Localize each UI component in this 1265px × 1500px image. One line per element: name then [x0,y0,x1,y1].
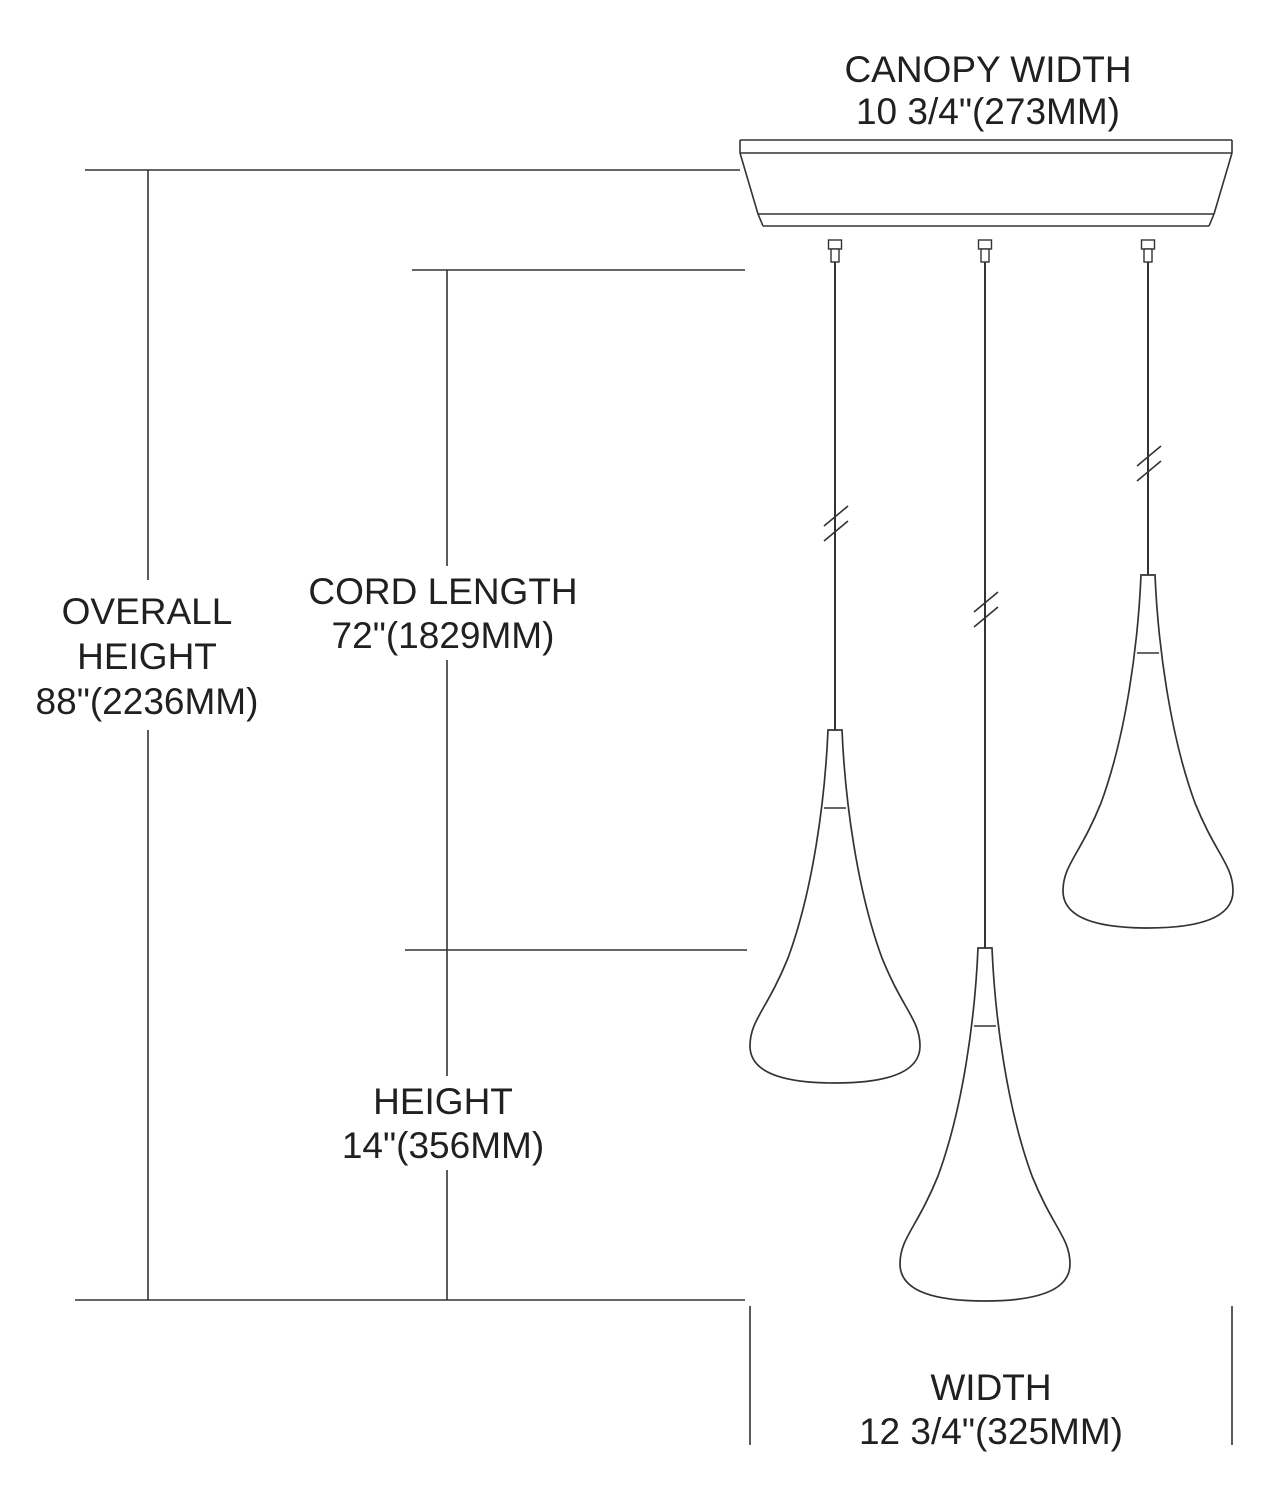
cord-length-label-background [295,566,591,660]
pendant-shade-center [899,947,1071,1302]
height-value: 14"(356MM) [342,1125,544,1166]
pendant-shade-right [1062,574,1234,929]
canopy-right-side [1213,152,1233,215]
cord-connectors [827,239,1156,263]
canopy [739,139,1233,227]
height-label: HEIGHT [373,1081,513,1122]
label-backgrounds [15,566,591,1170]
width-label: WIDTH [930,1367,1051,1408]
overall-height-label-line1: OVERALL [62,591,233,632]
cord-connector-center [977,239,993,263]
pendant-shades [749,574,1234,1302]
cord-length-label: CORD LENGTH [308,571,577,612]
canopy-width-label: CANOPY WIDTH [844,49,1131,90]
cord-right-break-mark [1136,445,1162,482]
overall-height-value: 88"(2236MM) [36,681,259,722]
dimension-lines [75,169,1233,1445]
cord-center-break-mark [973,591,999,628]
cord-connector-right [1140,239,1156,263]
pendant-shade-left [749,729,921,1084]
cord-length-value: 72"(1829MM) [332,615,555,656]
overall-height-label-background [15,580,280,730]
canopy-right-lip [1208,213,1215,227]
cord-left-break-mark [823,505,849,542]
dimension-labels: CANOPY WIDTH 10 3/4"(273MM) OVERALL HEIG… [36,49,1132,1452]
height-label-background [325,1076,561,1170]
cords [823,262,1162,948]
canopy-width-value: 10 3/4"(273MM) [856,91,1120,132]
canopy-left-lip [757,213,764,227]
overall-height-label-line2: HEIGHT [77,636,217,677]
canopy-left-side [739,152,759,215]
cord-connector-left [827,239,843,263]
width-value: 12 3/4"(325MM) [859,1411,1123,1452]
